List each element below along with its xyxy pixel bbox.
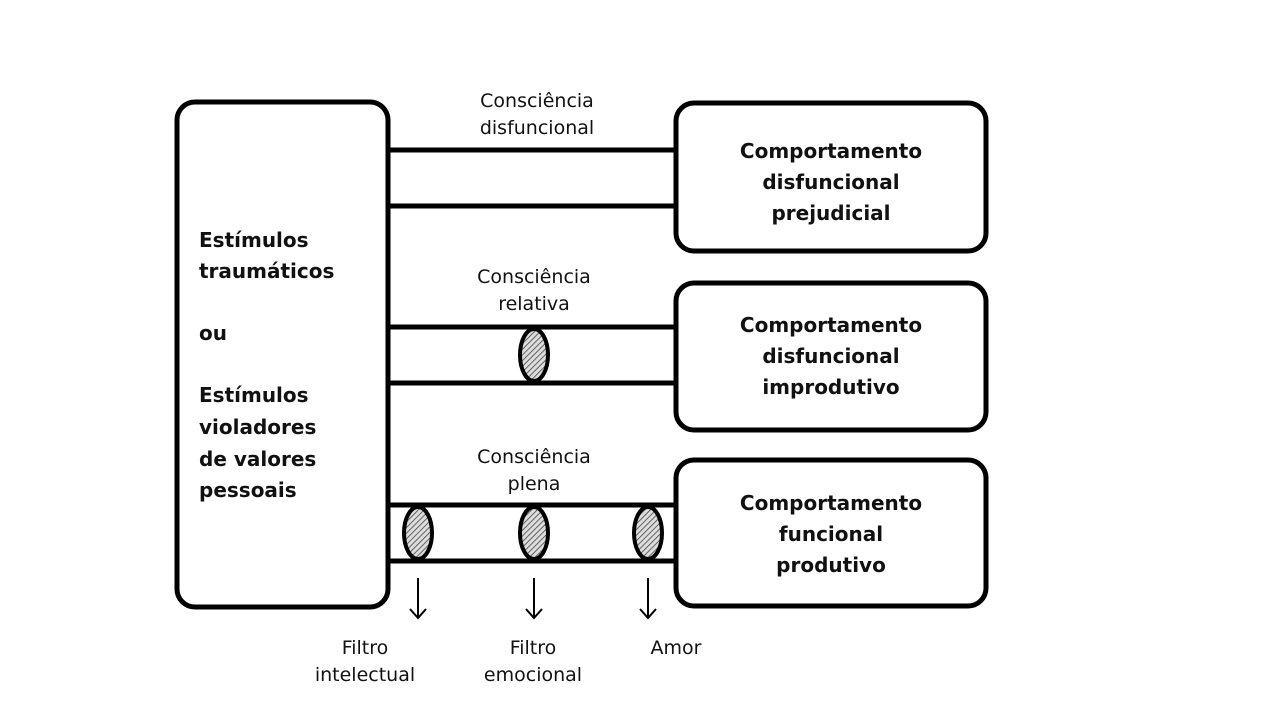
filter-label: Amor [651, 637, 702, 659]
outcome-text: improdutivo [762, 375, 899, 399]
channel-label: relativa [498, 293, 570, 315]
filter-intellectual [402, 505, 434, 561]
down-arrow-icon [525, 578, 543, 620]
source-line: Estímulos [199, 228, 309, 252]
filter-emotional [518, 327, 550, 383]
channel-label: Consciência [477, 446, 591, 468]
filter-love [632, 505, 664, 561]
channel-label: plena [508, 473, 561, 495]
outcome-text: disfuncional [762, 344, 899, 368]
outcome-text: Comportamento [740, 139, 922, 163]
pipe-full [352, 498, 678, 568]
channel-label: disfuncional [480, 117, 594, 139]
outcome-box-harmful [673, 100, 989, 254]
channel-label: Consciência [480, 90, 594, 112]
source-line: Estímulos [199, 383, 309, 407]
channel-label: Consciência [477, 266, 591, 288]
outcome-text: produtivo [776, 553, 886, 577]
outcome-text: funcional [779, 522, 883, 546]
source-line: traumáticos [199, 259, 334, 283]
outcome-text: prejudicial [771, 201, 890, 225]
source-line: violadores [199, 415, 316, 439]
source-text: Estímulos traumáticos ou Estímulos viola… [199, 228, 334, 502]
filter-label: emocional [484, 664, 582, 686]
pipe-relative [352, 320, 678, 390]
filter-label: Filtro [510, 637, 557, 659]
filter-label: intelectual [315, 664, 415, 686]
outcome-text: Comportamento [740, 491, 922, 515]
pipe-dysfunctional [352, 143, 678, 213]
source-line: ou [199, 321, 227, 345]
outcome-box-productive [673, 457, 989, 609]
filter-label: Filtro [342, 637, 389, 659]
down-arrow-icon [409, 578, 427, 620]
source-line: de valores [199, 447, 316, 471]
outcome-box-unproductive [673, 280, 989, 433]
source-line: pessoais [199, 478, 297, 502]
filter-emotional [518, 505, 550, 561]
source-box [174, 99, 391, 610]
down-arrow-icon [639, 578, 657, 620]
outcome-text: disfuncional [762, 170, 899, 194]
outcome-text: Comportamento [740, 313, 922, 337]
